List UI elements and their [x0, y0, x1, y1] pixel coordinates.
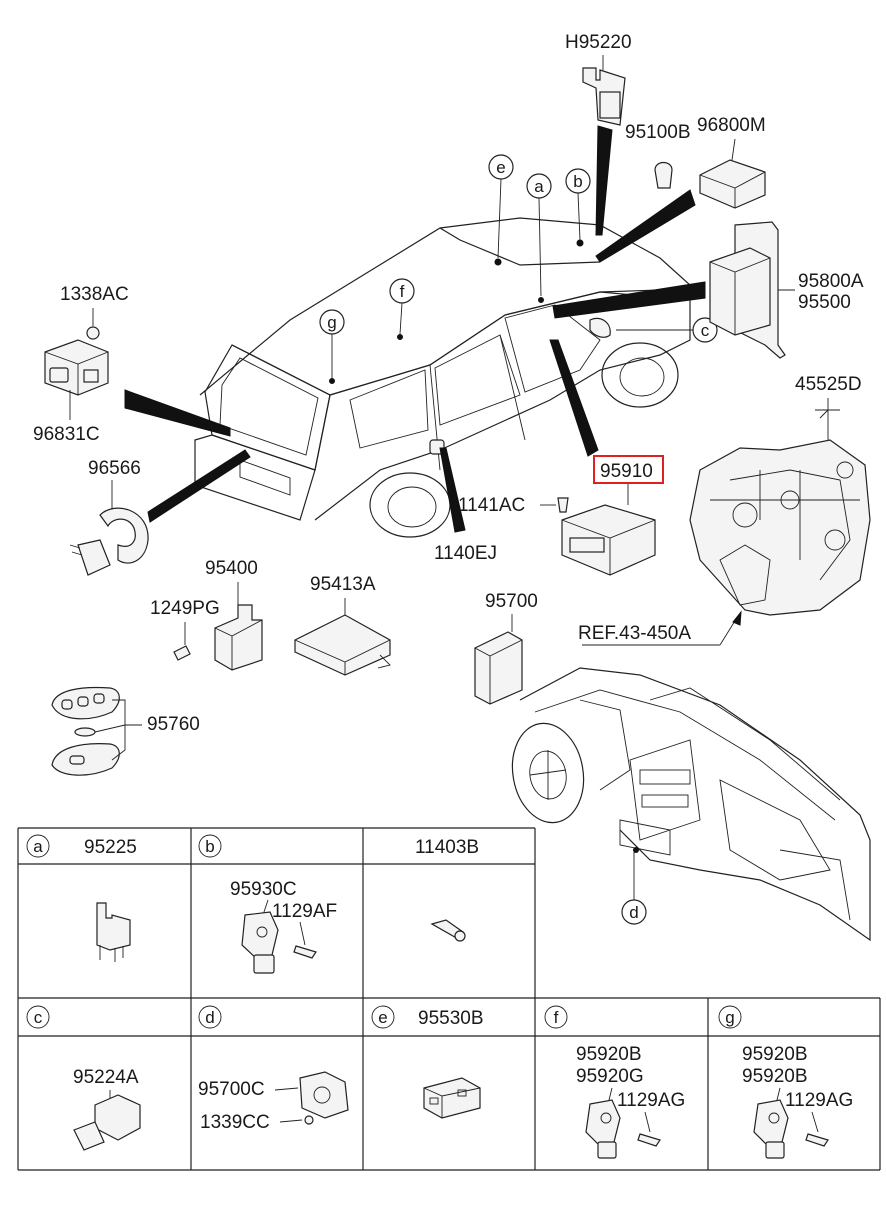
- detail-table: a 95225 b 95930C 1129AF 11403B c: [17, 827, 881, 1171]
- svg-text:1140EJ: 1140EJ: [434, 543, 497, 564]
- svg-text:1129AG: 1129AG: [785, 1090, 853, 1111]
- svg-text:95530B: 95530B: [418, 1008, 484, 1029]
- svg-text:H95220: H95220: [565, 32, 632, 53]
- part-95760: 95760: [51, 686, 200, 776]
- svg-text:d: d: [205, 1008, 214, 1027]
- part-95100b: 95100B: [625, 122, 691, 189]
- svg-text:a: a: [33, 837, 43, 856]
- svg-text:95224A: 95224A: [73, 1067, 139, 1088]
- part-transaxle: 45525D REF.43-450A: [578, 374, 871, 646]
- svg-text:95100B: 95100B: [625, 122, 691, 143]
- svg-text:g: g: [725, 1008, 734, 1027]
- svg-text:c: c: [701, 321, 710, 340]
- svg-text:d: d: [629, 903, 638, 922]
- svg-text:e: e: [496, 158, 505, 177]
- callout-a: a: [526, 173, 552, 297]
- part-95700: 95700: [474, 591, 538, 705]
- svg-text:1141AC: 1141AC: [458, 495, 525, 516]
- svg-text:REF.43-450A: REF.43-450A: [578, 623, 691, 644]
- svg-text:95700C: 95700C: [198, 1079, 265, 1100]
- svg-text:1129AF: 1129AF: [272, 901, 337, 922]
- highlight-box: [593, 455, 664, 484]
- part-number-95910: 95910: [600, 461, 653, 482]
- svg-text:e: e: [378, 1008, 387, 1027]
- svg-text:45525D: 45525D: [795, 374, 862, 395]
- cell-b: b 95930C 1129AF: [198, 834, 337, 974]
- callout-f: f: [389, 278, 415, 335]
- svg-text:1129AG: 1129AG: [617, 1090, 685, 1111]
- part-95910: 95910 1141AC 1140EJ: [434, 455, 664, 576]
- svg-text:95920B: 95920B: [742, 1044, 808, 1065]
- part-95400-1249pg: 95400 1249PG: [150, 558, 263, 671]
- part-96566: 96566: [69, 458, 149, 576]
- svg-text:96800M: 96800M: [697, 115, 766, 136]
- dashboard-illustration: d: [511, 667, 871, 942]
- cell-f: f 95920B 95920G 1129AG: [544, 1005, 685, 1159]
- cell-d: d 95700C 1339CC: [198, 1005, 349, 1133]
- svg-text:1338AC: 1338AC: [60, 284, 129, 305]
- svg-text:f: f: [554, 1008, 559, 1027]
- svg-text:95225: 95225: [84, 837, 137, 858]
- svg-text:96831C: 96831C: [33, 424, 100, 445]
- svg-text:g: g: [327, 313, 336, 332]
- svg-text:1249PG: 1249PG: [150, 598, 220, 619]
- svg-text:95920G: 95920G: [576, 1066, 644, 1087]
- part-95800a-95500: 95800A 95500: [709, 221, 864, 359]
- vehicle-callouts: e a b f g c: [319, 154, 718, 378]
- cell-c: c 95224A: [26, 1005, 141, 1151]
- svg-text:95760: 95760: [147, 714, 200, 735]
- callout-d: e: [488, 154, 514, 259]
- svg-text:f: f: [400, 282, 405, 301]
- part-96800m: 96800M: [697, 115, 766, 209]
- svg-text:95920B: 95920B: [742, 1066, 808, 1087]
- svg-text:11403B: 11403B: [415, 837, 479, 858]
- svg-text:1339CC: 1339CC: [200, 1112, 270, 1133]
- svg-text:b: b: [573, 172, 582, 191]
- callout-c: c: [616, 317, 718, 343]
- part-1338ac-96831c: 1338AC 96831C: [33, 284, 129, 445]
- svg-text:95800A: 95800A: [798, 271, 864, 292]
- svg-text:95500: 95500: [798, 292, 851, 313]
- callout-b: b: [565, 168, 591, 241]
- callout-g: g: [319, 309, 345, 378]
- callout-e: d: [621, 899, 647, 925]
- vehicle-illustration: [194, 217, 691, 538]
- part-h95220: H95220: [565, 32, 632, 126]
- svg-text:96566: 96566: [88, 458, 141, 479]
- cell-e: e 95530B: [371, 1005, 484, 1119]
- svg-text:b: b: [205, 837, 214, 856]
- svg-text:95400: 95400: [205, 558, 258, 579]
- cell-11403b: 11403B: [415, 837, 479, 942]
- svg-text:95413A: 95413A: [310, 574, 376, 595]
- leader-wedges: [124, 125, 706, 533]
- svg-text:95930C: 95930C: [230, 879, 297, 900]
- svg-text:95920B: 95920B: [576, 1044, 642, 1065]
- cell-g: g 95920B 95920B 1129AG: [718, 1005, 853, 1159]
- svg-text:95700: 95700: [485, 591, 538, 612]
- part-95413a: 95413A: [294, 574, 391, 676]
- cell-a: a 95225: [26, 834, 137, 962]
- svg-text:a: a: [534, 177, 544, 196]
- svg-text:c: c: [34, 1008, 43, 1027]
